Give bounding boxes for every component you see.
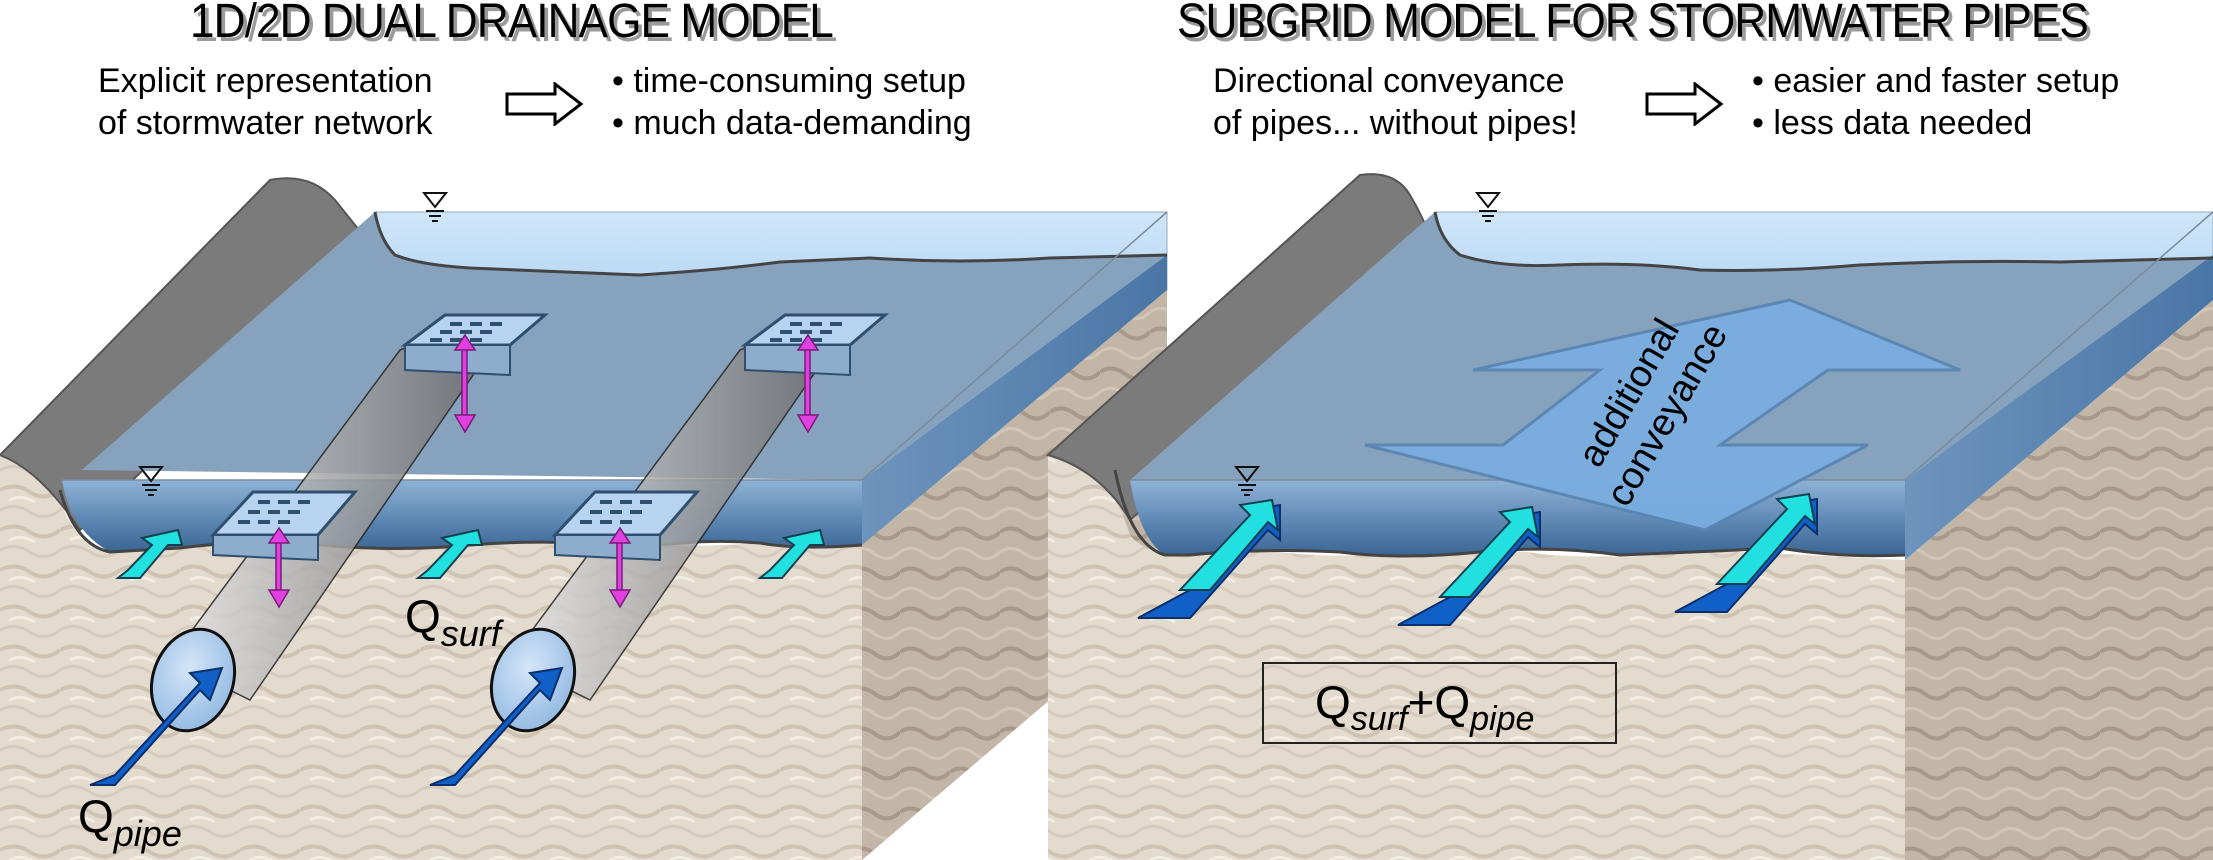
water-level-icon — [137, 466, 165, 496]
left-panel-title: 1D/2D DUAL DRAINAGE MODEL — [190, 0, 834, 48]
exchange-arrow-icon — [608, 526, 632, 609]
inlet-grate-icon — [740, 313, 890, 377]
conveyance-double-arrow-icon — [1364, 298, 1961, 532]
pipe-flow-arrow-icon — [89, 666, 224, 786]
right-panel-title: SUBGRID MODEL FOR STORMWATER PIPES — [1177, 0, 2089, 48]
left-consequence-1: • time-consuming setup — [612, 62, 966, 100]
inlet-grate-icon — [400, 313, 550, 377]
left-implication-arrow-icon — [505, 82, 584, 126]
formula-box — [1262, 662, 1617, 744]
water-level-icon — [1474, 192, 1502, 222]
surface-flow-arrow-icon — [415, 528, 484, 579]
water-level-icon — [421, 192, 449, 222]
right-description: Directional conveyance of pipes... witho… — [1213, 60, 1578, 144]
q-surf-label: Qsurf — [405, 590, 505, 654]
q-pipe-label: Qpipe — [78, 790, 182, 854]
right-consequences: • easier and faster setup • less data ne… — [1752, 60, 2119, 144]
surface-flow-arrow-icon — [757, 528, 826, 579]
right-description-line-1: Directional conveyance — [1213, 62, 1565, 100]
left-consequence-2: • much data-demanding — [612, 104, 972, 142]
exchange-arrow-icon — [453, 333, 477, 434]
exchange-arrow-icon — [796, 333, 820, 434]
right-water-side — [1905, 255, 2213, 560]
combined-flow-arrow-icon — [1397, 505, 1541, 626]
left-description: Explicit representation of stormwater ne… — [98, 60, 433, 144]
pipe-flow-arrow-icon — [429, 666, 564, 786]
left-description-line-1: Explicit representation — [98, 62, 433, 100]
right-consequence-1: • easier and faster setup — [1752, 62, 2120, 100]
right-block: additional conveyance Qsurf+Qpipe — [1045, 173, 2213, 860]
left-description-line-2: of stormwater network — [98, 104, 433, 142]
surface-flow-arrow-icon — [115, 528, 184, 579]
left-waterline — [373, 211, 1168, 277]
left-block: Qsurf Qpipe — [0, 177, 1168, 860]
water-level-icon — [1233, 466, 1261, 496]
right-description-line-2: of pipes... without pipes! — [1213, 104, 1578, 142]
formula-text: Qsurf+Qpipe — [1315, 676, 1534, 738]
left-consequences: • time-consuming setup • much data-deman… — [612, 60, 972, 144]
combined-flow-arrow-icon — [1137, 498, 1281, 619]
right-implication-arrow-icon — [1645, 82, 1724, 126]
right-soil-side — [1905, 300, 2213, 860]
left-water-side — [862, 255, 1167, 545]
exchange-arrow-icon — [267, 526, 291, 609]
right-consequence-2: • less data needed — [1752, 104, 2033, 142]
combined-flow-arrow-icon — [1674, 492, 1818, 613]
